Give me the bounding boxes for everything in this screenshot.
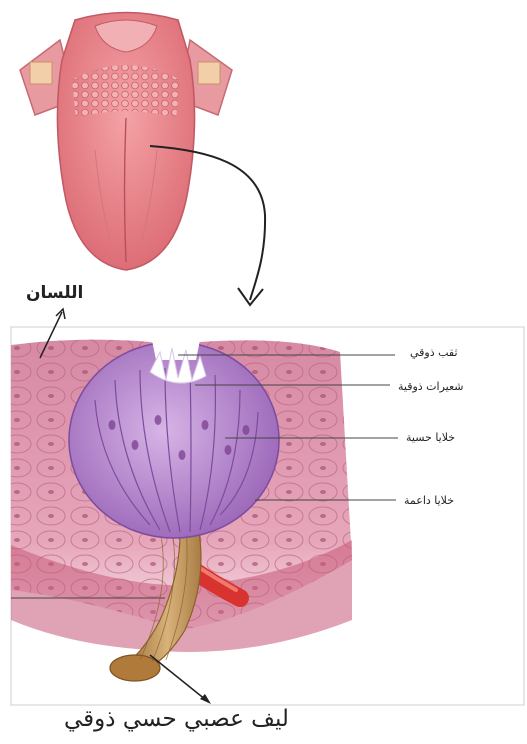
tonsil-right (198, 62, 220, 84)
nerve-fiber-end (110, 655, 160, 681)
label-taste-pore: ثقب ذوقي (410, 346, 458, 359)
label-taste-hairs: شعيرات ذوقية (398, 380, 464, 393)
tongue-illustration (20, 13, 232, 271)
tonsil-left (30, 62, 52, 84)
label-gustatory-cells: خلايا حسية (406, 431, 455, 444)
papillae-region (72, 65, 180, 118)
label-sensory-nerve-fiber: ليف عصبي حسي ذوقي (64, 706, 289, 732)
label-supporting-cells: خلايا داعمة (404, 494, 454, 507)
label-tongue: اللسان (26, 283, 83, 303)
